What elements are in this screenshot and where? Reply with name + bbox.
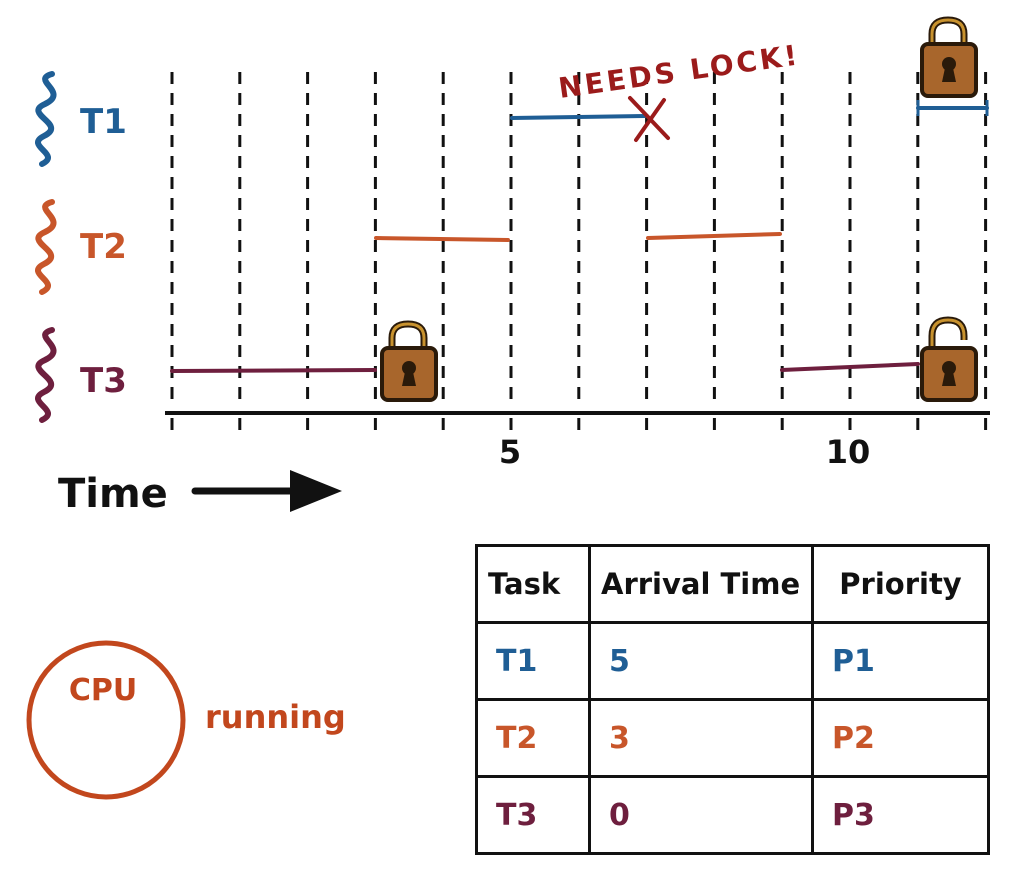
tick-label-10: 10 <box>826 433 871 471</box>
thread-squiggle-icon <box>35 327 57 423</box>
t3-run-segment <box>170 368 377 373</box>
header-arrival-time: Arrival Time <box>588 544 814 624</box>
tick-label-5: 5 <box>499 433 521 471</box>
time-axis-title: Time <box>58 471 168 517</box>
thread-squiggle-icon <box>35 71 57 167</box>
cpu-label: CPU <box>69 673 137 708</box>
header-task: Task <box>475 544 591 624</box>
thread-label-t3: T3 <box>80 361 127 401</box>
t2-run-segment <box>374 236 510 242</box>
cpu-status: running <box>205 698 346 736</box>
lock-closed-icon <box>920 16 978 98</box>
table-row: T1 5 P1 <box>475 621 990 701</box>
cell-priority: P3 <box>811 775 990 855</box>
needs-lock-annotation: NEEDS LOCK! <box>556 38 802 105</box>
cell-task: T1 <box>475 621 591 701</box>
table-row: T3 0 P3 <box>475 775 990 855</box>
thread-squiggle-icon <box>35 199 57 295</box>
thread-t1: T1 <box>35 71 127 167</box>
cell-task: T2 <box>475 698 591 778</box>
thread-t3: T3 <box>35 327 127 423</box>
thread-label-t1: T1 <box>80 102 127 142</box>
thread-label-t2: T2 <box>80 227 127 267</box>
t1-run-segment <box>510 114 647 120</box>
table-row: T2 3 P2 <box>475 698 990 778</box>
time-gridlines <box>170 72 988 400</box>
time-arrow-icon <box>191 470 342 512</box>
lock-closed-icon <box>380 320 438 402</box>
cell-arrival: 0 <box>588 775 814 855</box>
cpu-circle-icon <box>26 640 186 800</box>
cell-task: T3 <box>475 775 591 855</box>
blocked-x-icon <box>628 96 670 142</box>
t3-run-segment <box>780 362 920 372</box>
task-table: Task Arrival Time Priority T1 5 P1 T2 3 … <box>475 544 990 855</box>
header-priority: Priority <box>811 544 990 624</box>
cell-priority: P1 <box>811 621 990 701</box>
cell-arrival: 5 <box>588 621 814 701</box>
thread-t2: T2 <box>35 199 127 295</box>
time-axis-ticks <box>170 418 988 430</box>
table-header-row: Task Arrival Time Priority <box>475 544 990 624</box>
t2-run-segment <box>646 232 782 240</box>
lock-open-icon <box>920 316 978 402</box>
cell-arrival: 3 <box>588 698 814 778</box>
cell-priority: P2 <box>811 698 990 778</box>
